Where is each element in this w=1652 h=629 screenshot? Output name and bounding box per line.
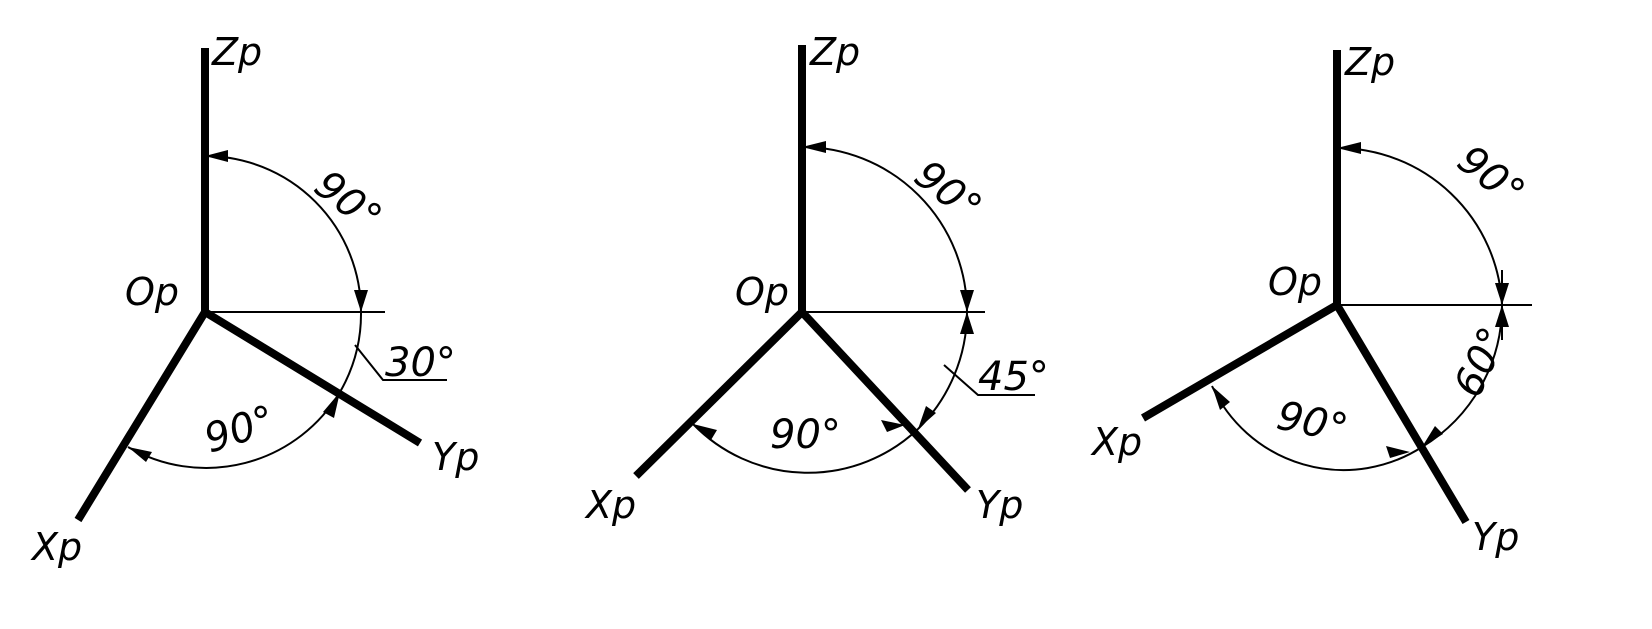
arrowhead [1386, 446, 1410, 458]
arc-z-to-horizontal [204, 155, 362, 313]
axes-diagram-30: Zp Op Xp Yp 90° 90° 30° [30, 30, 479, 569]
arc-x-to-y [692, 423, 919, 474]
origin-label: Op [735, 270, 789, 314]
angle-label-x-y: 90° [199, 397, 281, 463]
y-axis [1333, 302, 1470, 525]
arc-z-to-horizontal [1336, 146, 1503, 306]
angle-label-tilt: 45° [978, 354, 1049, 400]
leader-line [943, 364, 1035, 396]
arc-x-to-y [1211, 385, 1423, 472]
arrowhead [323, 392, 340, 418]
origin-label: Op [1268, 260, 1322, 304]
x-axis [633, 309, 805, 479]
z-axis-label: Zp [809, 30, 860, 74]
arc-z-to-horizontal [801, 146, 968, 313]
y-axis [202, 308, 423, 447]
z-axis-label: Zp [1344, 40, 1395, 84]
angle-label-z-y: 90° [306, 162, 390, 242]
x-axis-label: Xp [584, 483, 636, 527]
y-axis [799, 309, 971, 493]
y-axis-label: Yp [1472, 515, 1519, 559]
arrowhead [1337, 142, 1361, 154]
leader-line [354, 344, 447, 381]
axes-diagram-60: Zp Op Xp Yp 90° 90° 60° [1090, 40, 1533, 559]
x-axis [1140, 301, 1340, 422]
arrowhead [802, 141, 826, 153]
arrowhead [354, 290, 368, 312]
angle-label-x-y: 90° [770, 412, 841, 458]
arrowhead [1212, 386, 1230, 410]
x-axis-label: Xp [1090, 420, 1142, 464]
arc-x-to-y [127, 391, 341, 469]
arc-horizontal-to-y [339, 311, 363, 393]
arrowhead [128, 447, 152, 462]
arrowhead [960, 290, 974, 312]
arrowhead [1495, 305, 1509, 327]
axes-diagram-45: Zp Op Xp Yp 90° 90° 45° [584, 30, 1049, 527]
angle-label-z-y: 90° [906, 152, 990, 232]
arrowhead [1495, 283, 1509, 305]
origin-label: Op [125, 270, 179, 314]
x-axis [74, 309, 209, 523]
arrowhead [693, 424, 717, 440]
x-axis-label: Xp [30, 525, 82, 569]
arrowhead [1422, 426, 1443, 447]
angle-label-tilt: 30° [385, 340, 456, 386]
angle-label-x-y: 90° [1273, 393, 1352, 453]
arrowhead [881, 420, 905, 432]
arrowhead [918, 406, 936, 429]
arrowhead [205, 150, 228, 162]
y-axis-label: Yp [432, 435, 479, 479]
z-axis-label: Zp [211, 30, 262, 74]
arrowhead [960, 312, 974, 334]
y-axis-label: Yp [976, 483, 1023, 527]
angle-label-tilt: 60° [1445, 321, 1517, 405]
